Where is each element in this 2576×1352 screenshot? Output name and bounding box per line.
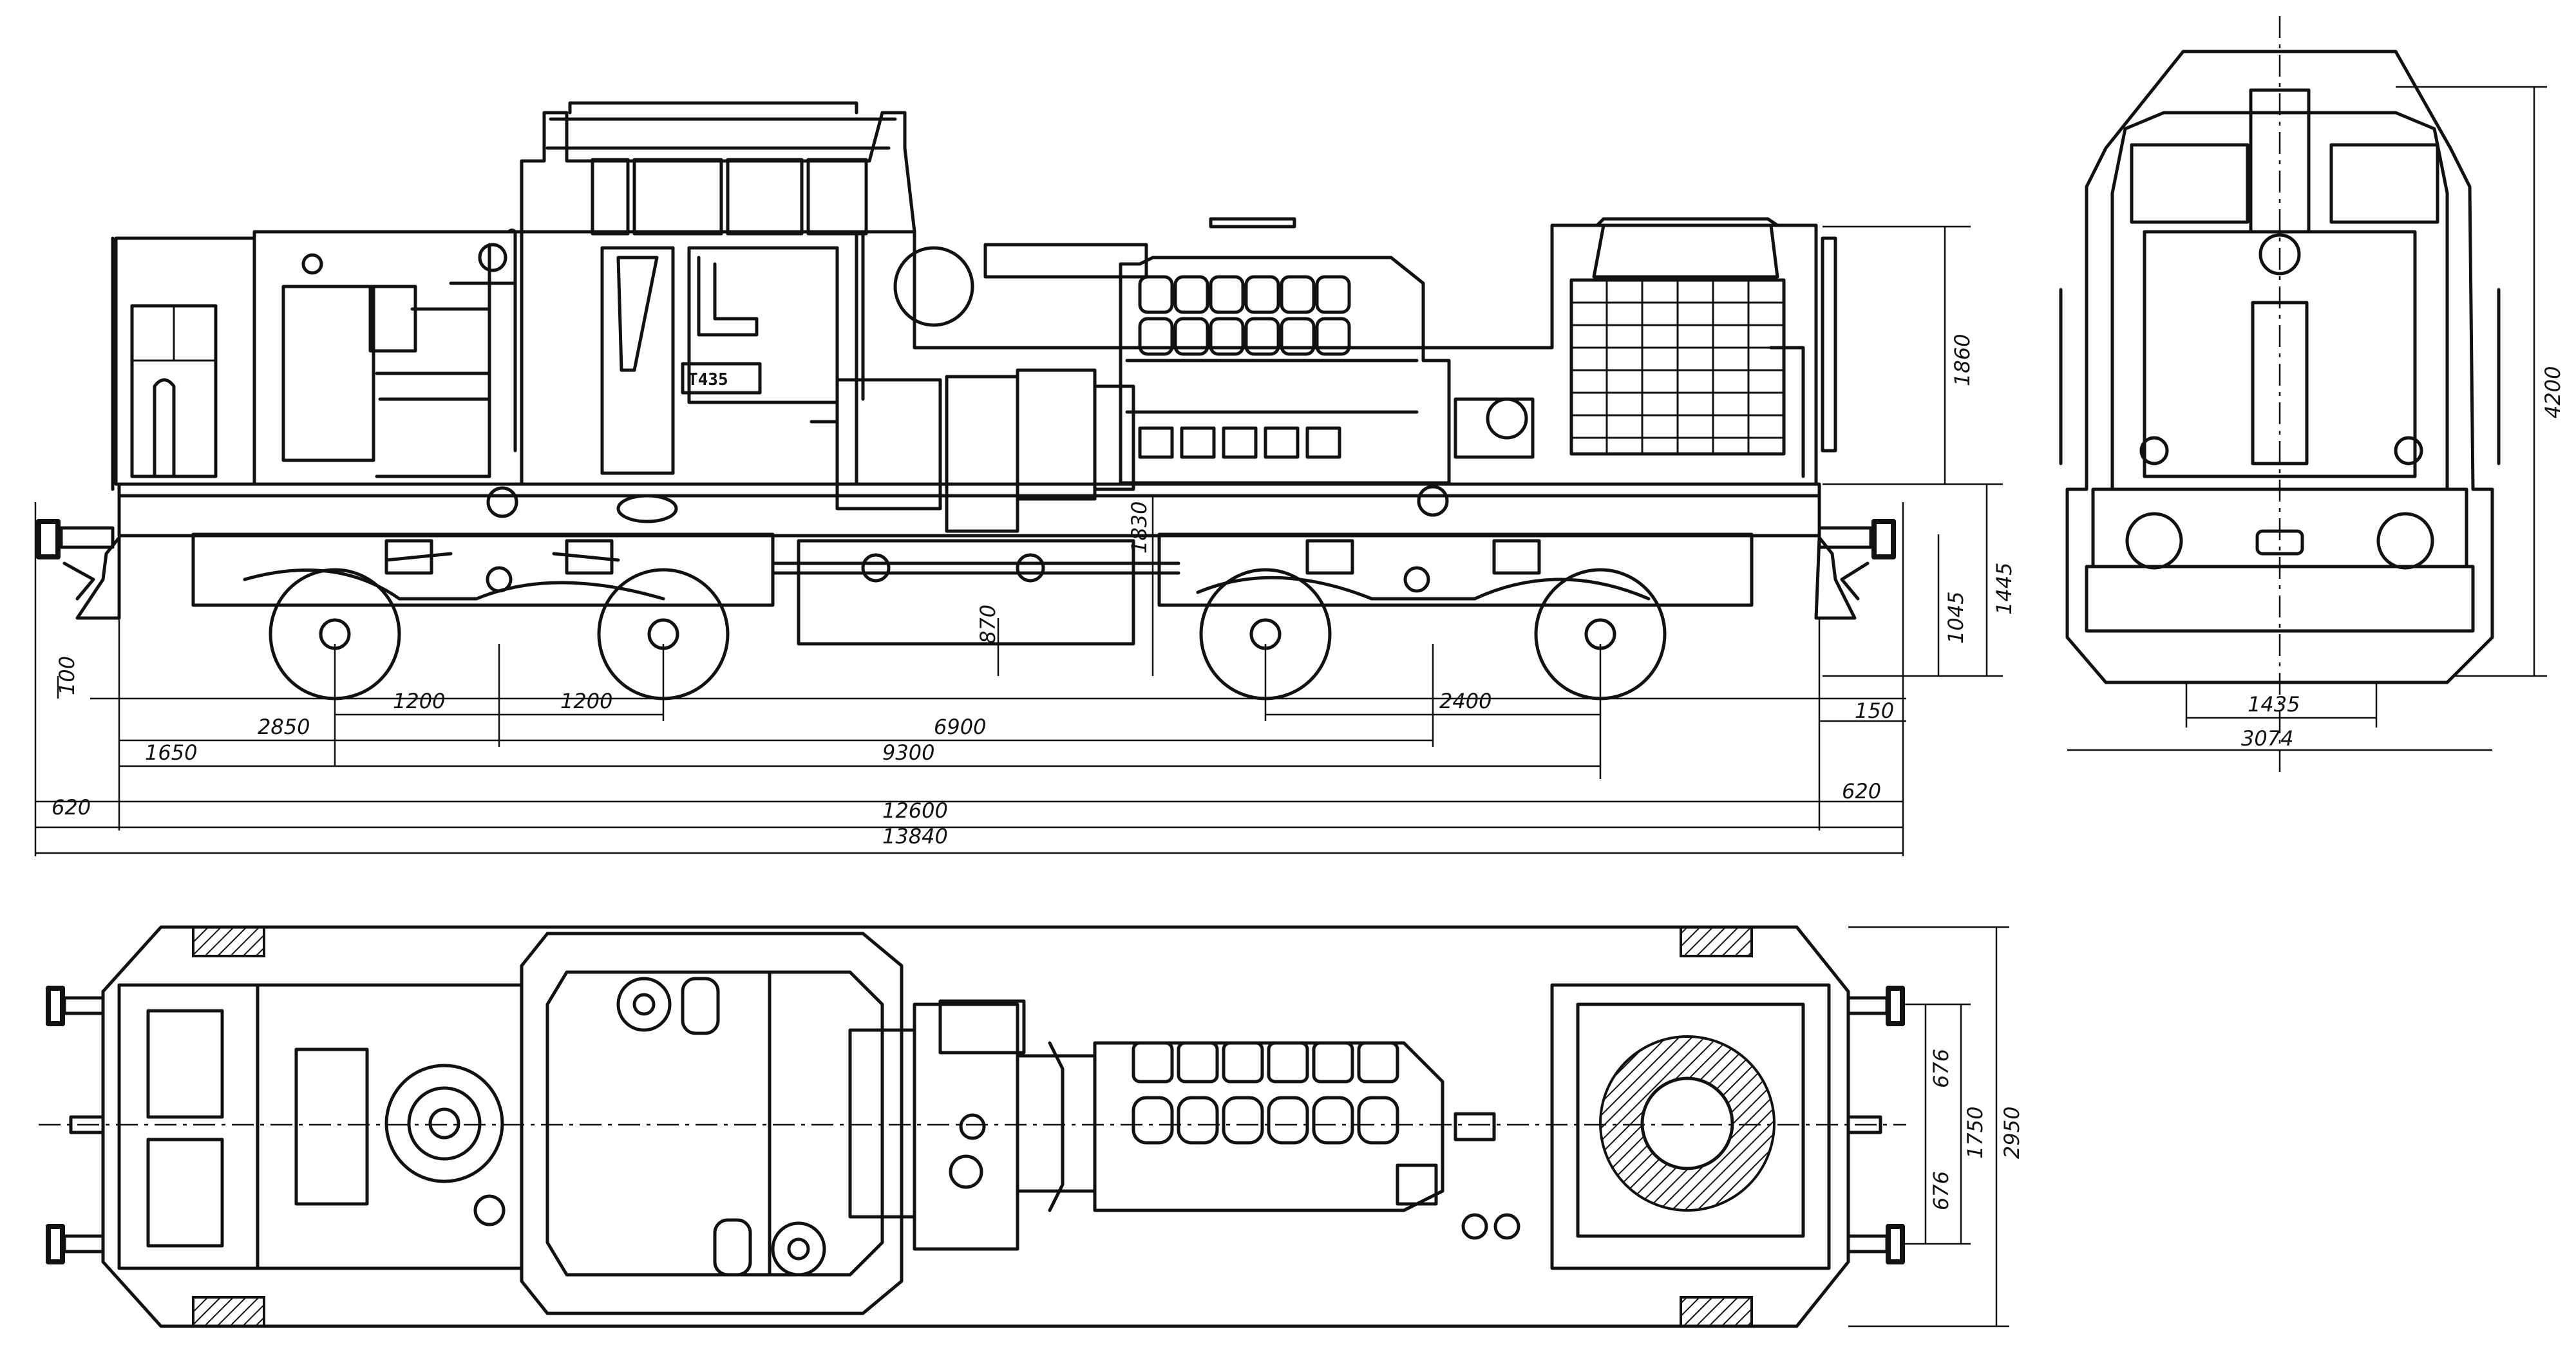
- side-long-hood: [855, 223, 1818, 486]
- side-cab-plate: [681, 362, 762, 395]
- plan-diesel-engine: [1093, 1041, 1444, 1212]
- plan-fan-rear: [384, 1064, 504, 1183]
- dim-1750: 1750: [1963, 1107, 1987, 1159]
- dim-3074: 3074: [2241, 726, 2293, 751]
- end-window-right: [2329, 143, 2439, 224]
- dim-1650: 1650: [145, 740, 197, 765]
- side-buffer-front: [1814, 519, 1896, 620]
- dim-1045: 1045: [1944, 592, 1968, 644]
- dim-620-left: 620: [52, 795, 91, 820]
- side-fuel-tank: [797, 539, 1135, 646]
- dim-676-bottom: 676: [1929, 1171, 1953, 1210]
- dim-6900: 6900: [934, 715, 986, 739]
- dim-1435: 1435: [2248, 692, 2300, 717]
- dim-2950: 2950: [2000, 1107, 2024, 1159]
- side-cab-window-2: [726, 158, 804, 236]
- side-elevation: T435: [34, 101, 2016, 856]
- side-cab-door: [600, 246, 675, 475]
- side-rear-bogie: [191, 532, 775, 700]
- dim-1860: 1860: [1950, 334, 1975, 386]
- side-cab: [520, 111, 916, 234]
- end-window-left: [2130, 143, 2249, 224]
- dim-1200-a: 1200: [393, 689, 445, 713]
- dim-676-top: 676: [1929, 1049, 1953, 1088]
- dim-150: 150: [1855, 699, 1894, 723]
- dim-2400: 2400: [1439, 689, 1492, 713]
- side-buffer-rear: [36, 519, 121, 620]
- dim-870: 870: [976, 605, 1000, 644]
- side-front-bogie: [1157, 532, 1754, 700]
- dim-12600: 12600: [882, 798, 948, 823]
- dim-1445: 1445: [1992, 563, 2016, 615]
- side-cab-plate-label: T435: [688, 370, 728, 390]
- dim-2850: 2850: [258, 715, 310, 739]
- dim-1830: 1830: [1127, 502, 1151, 554]
- plan-cab: [520, 932, 904, 1315]
- plan-buffers: [46, 986, 1905, 1264]
- side-underframe: [117, 482, 1821, 538]
- plan-front-hood: [1550, 983, 1831, 1270]
- dim-1200-b: 1200: [560, 689, 612, 713]
- end-view: 4200 1435 3074: [2059, 16, 2565, 773]
- end-nose: [2143, 230, 2417, 478]
- end-headlight-top: [2259, 233, 2301, 276]
- side-rear-compartment: [252, 230, 524, 486]
- side-cab-window-3: [806, 158, 868, 236]
- dim-9300: 9300: [882, 740, 934, 765]
- side-cab-window-1: [632, 158, 723, 236]
- dim-620-right: 620: [1842, 779, 1881, 803]
- side-dimension-labels: 1200 1200 2850 6900 2400 1650 9300 620 1…: [52, 334, 2016, 849]
- end-buffer-right: [2376, 512, 2434, 570]
- dim-4200: 4200: [2541, 366, 2565, 418]
- side-air-tank: [893, 246, 974, 327]
- end-body-outline: [2065, 50, 2494, 684]
- side-generator: [835, 378, 942, 511]
- side-dimension-lines: [34, 225, 2003, 856]
- side-diesel-engine: [1119, 256, 1451, 485]
- dim-100: 100: [55, 656, 79, 695]
- end-buffer-left: [2125, 512, 2183, 570]
- plan-view: 2950 1750 676 676: [39, 925, 2024, 1328]
- plan-outline: [101, 925, 1850, 1328]
- dim-13840: 13840: [882, 824, 948, 849]
